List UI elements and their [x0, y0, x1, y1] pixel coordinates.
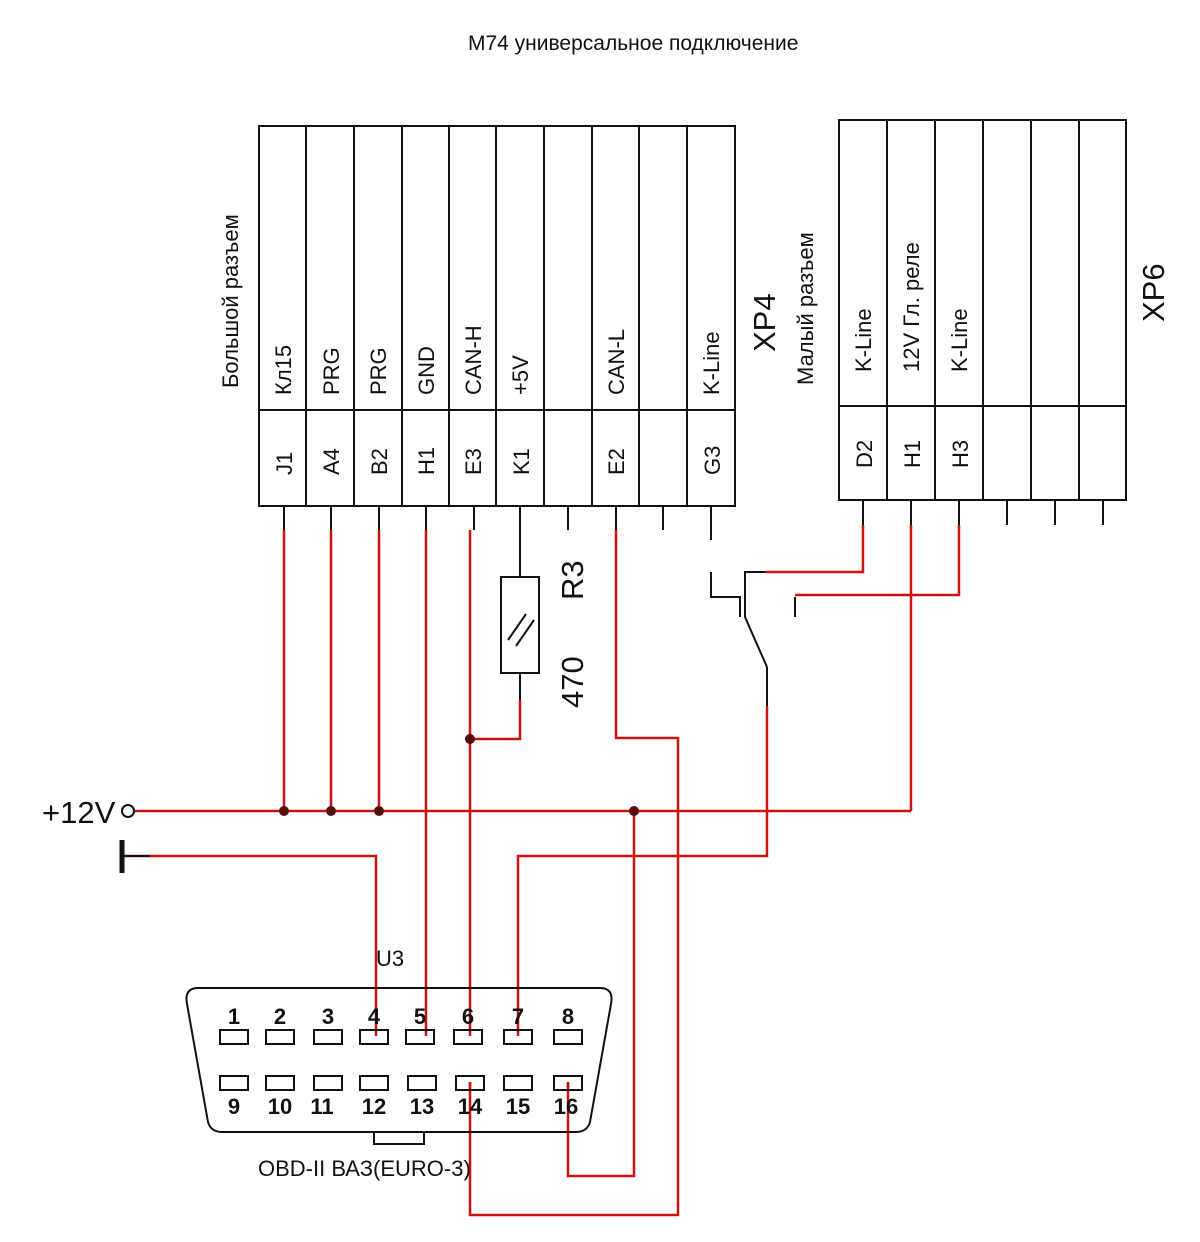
xp4-func-6: +5V	[508, 355, 533, 395]
xp4-pin-h1: H1	[414, 447, 439, 475]
xp4-func-2: PRG	[319, 347, 344, 395]
xp4-pin-b2: B2	[367, 448, 392, 475]
obd-pin-num-9: 9	[228, 1094, 240, 1119]
xp6-side-label: Малый разъем	[793, 232, 818, 385]
xp4-name: XP4	[747, 293, 782, 352]
obd-ref: U3	[376, 946, 404, 971]
xp6-func-2: 12V Гл. реле	[899, 242, 924, 372]
xp6-connector: K-Line 12V Гл. реле K-Line D2 H1 H3 Малы…	[793, 119, 1171, 501]
resistor-value: 470	[555, 656, 590, 708]
xp4-side-label: Большой разъем	[218, 214, 243, 388]
xp4-pin-a4: A4	[319, 448, 344, 475]
xp4-pin-j1: J1	[272, 452, 297, 475]
obd-bottom-pins	[219, 1075, 583, 1091]
xp6-pin-h3: H3	[948, 440, 973, 468]
xp4-pin-e2: E2	[604, 448, 629, 475]
obd-pin-num-16: 16	[554, 1094, 578, 1119]
xp6-pin-h1: H1	[900, 440, 925, 468]
xp4-func-10: K-Line	[699, 331, 724, 395]
junction-dots	[279, 734, 639, 816]
xp4-func-1: Кл15	[271, 345, 296, 395]
xp4-func-3: PRG	[366, 347, 391, 395]
obd-pin-num-10: 10	[268, 1094, 292, 1119]
xp4-func-8: CAN-L	[604, 329, 629, 395]
obd-wire-ends	[374, 1032, 570, 1088]
obd-pin-num-2: 2	[274, 1004, 286, 1029]
xp6-pin-d2: D2	[852, 440, 877, 468]
resistor-ref: R3	[555, 560, 590, 600]
pin-stubs	[283, 500, 1104, 560]
resistor-r3: R3 470	[500, 560, 590, 708]
obd-pin-num-1: 1	[228, 1004, 240, 1029]
obd-pin-num-14: 14	[458, 1094, 483, 1119]
obd2-connector: U3 1 2 3 4 5 6 7 8	[185, 946, 613, 1181]
xp6-name: XP6	[1136, 263, 1171, 322]
xp6-func-3: K-Line	[947, 308, 972, 372]
obd-label: OBD-II ВАЗ(EURO-3)	[258, 1156, 471, 1181]
obd-pin-num-4: 4	[368, 1004, 381, 1029]
obd-pin-num-6: 6	[462, 1004, 474, 1029]
obd-pin-num-8: 8	[562, 1004, 574, 1029]
xp4-func-5: CAN-H	[461, 325, 486, 395]
red-wiring	[122, 525, 961, 1217]
k-line-switch	[710, 571, 796, 706]
obd-pin-num-13: 13	[410, 1094, 434, 1119]
supply-label: +12V	[42, 795, 116, 830]
diagram-title: М74 универсальное подключение	[468, 32, 798, 55]
obd-pin-num-15: 15	[506, 1094, 530, 1119]
xp4-connector: Кл15 PRG PRG GND CAN-H +5V CAN-L K-Line …	[218, 125, 782, 507]
obd-pin-num-7: 7	[512, 1004, 524, 1029]
xp6-func-1: K-Line	[851, 308, 876, 372]
supply-terminal: +12V	[42, 795, 135, 830]
xp4-pin-e3: E3	[461, 448, 486, 475]
xp4-func-4: GND	[414, 346, 439, 395]
obd-pin-num-3: 3	[322, 1004, 334, 1029]
ground-symbol	[119, 840, 150, 873]
xp4-pin-k1: K1	[509, 448, 534, 475]
obd-top-pins	[219, 1029, 583, 1045]
xp4-pin-g3: G3	[700, 446, 725, 475]
obd-pin-num-5: 5	[414, 1004, 426, 1029]
obd-pin-num-12: 12	[362, 1094, 386, 1119]
obd-pin-num-11: 11	[310, 1094, 333, 1119]
